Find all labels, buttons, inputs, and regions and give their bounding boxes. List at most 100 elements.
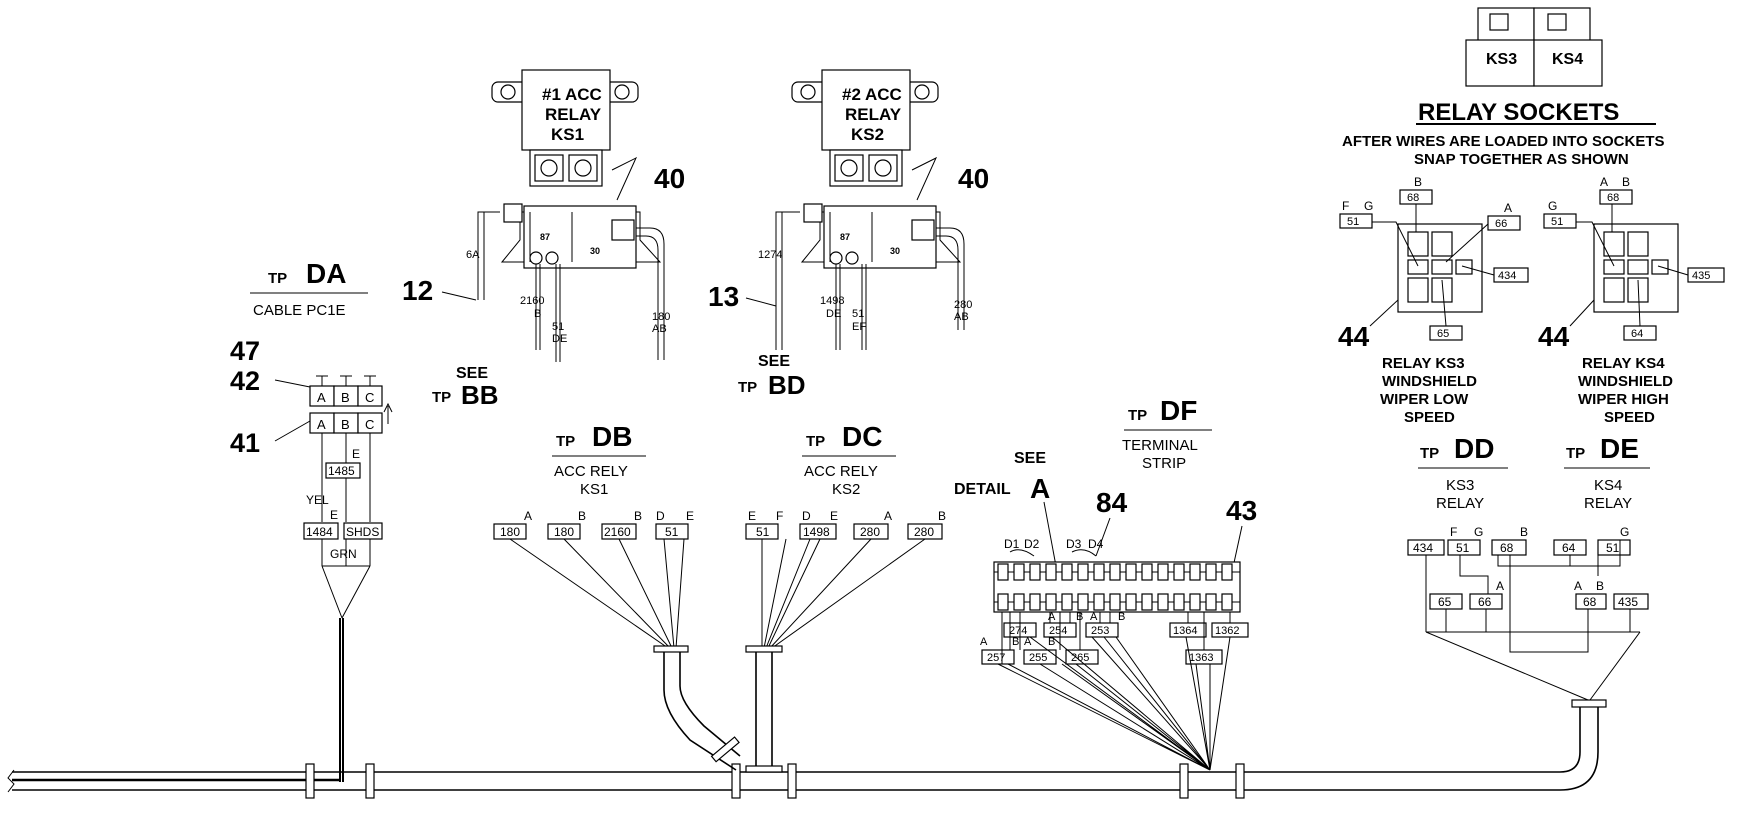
relay-ks2: #2 ACC RELAY KS2 40 87 30 1274 1498 DE 5… <box>708 69 989 400</box>
svg-text:WIPER HIGH: WIPER HIGH <box>1578 391 1669 408</box>
callout-12: 12 <box>402 275 433 306</box>
svg-text:A: A <box>1496 579 1504 593</box>
svg-text:TERMINAL: TERMINAL <box>1122 437 1198 454</box>
svg-text:KS2: KS2 <box>851 125 884 144</box>
svg-text:TP: TP <box>738 379 757 396</box>
svg-text:B: B <box>534 308 541 320</box>
svg-text:68: 68 <box>1607 192 1619 204</box>
svg-text:G: G <box>1620 525 1629 539</box>
svg-text:#2 ACC: #2 ACC <box>842 85 902 104</box>
svg-text:B: B <box>1520 525 1528 539</box>
svg-text:ACC RELY: ACC RELY <box>804 463 878 480</box>
svg-text:274: 274 <box>1009 625 1027 637</box>
svg-text:EF: EF <box>852 321 866 333</box>
svg-text:KS4: KS4 <box>1594 477 1622 494</box>
svg-text:RELAY: RELAY <box>845 105 902 124</box>
svg-text:KS1: KS1 <box>580 481 608 498</box>
svg-text:A: A <box>317 390 326 405</box>
svg-text:DB: DB <box>592 421 632 452</box>
harness-clamp <box>1179 763 1189 799</box>
ks3-socket: F G B A 51 68 66 434 65 44 RELAY KS3 WIN… <box>1338 175 1529 426</box>
svg-text:WINDSHIELD: WINDSHIELD <box>1382 373 1477 390</box>
harness-clamp <box>731 763 741 799</box>
svg-text:434: 434 <box>1498 270 1516 282</box>
harness-clamp <box>305 763 315 799</box>
svg-text:51: 51 <box>852 308 864 320</box>
svg-text:F: F <box>1342 199 1349 213</box>
svg-text:WIPER LOW: WIPER LOW <box>1380 391 1469 408</box>
svg-text:255: 255 <box>1029 652 1047 664</box>
svg-text:SPEED: SPEED <box>1404 409 1455 426</box>
svg-text:STRIP: STRIP <box>1142 455 1186 472</box>
svg-text:265: 265 <box>1071 652 1089 664</box>
relay-ks1: #1 ACC RELAY KS1 40 87 30 6A 2160 B 51 D… <box>402 69 685 410</box>
svg-text:SPEED: SPEED <box>1604 409 1655 426</box>
svg-text:6A: 6A <box>466 249 480 261</box>
svg-text:51: 51 <box>552 321 564 333</box>
svg-text:30: 30 <box>590 246 600 256</box>
svg-text:B: B <box>341 390 350 405</box>
callout-40: 40 <box>958 163 989 194</box>
svg-text:RELAY: RELAY <box>545 105 602 124</box>
svg-text:30: 30 <box>890 246 900 256</box>
callout-43: 43 <box>1226 495 1257 526</box>
relay-sockets-title: RELAY SOCKETS <box>1418 99 1619 126</box>
svg-text:DD: DD <box>1454 433 1494 464</box>
svg-text:YEL: YEL <box>306 493 329 507</box>
svg-text:TP: TP <box>556 433 575 450</box>
svg-text:1485: 1485 <box>328 464 355 478</box>
svg-text:DE: DE <box>826 308 841 320</box>
svg-text:B: B <box>1596 579 1604 593</box>
svg-text:B: B <box>1012 636 1019 648</box>
tp-df-group: TP DF TERMINAL STRIP SEE DETAIL A 84 43 … <box>954 395 1257 771</box>
svg-text:KS2: KS2 <box>832 481 860 498</box>
svg-text:A: A <box>1030 473 1050 504</box>
svg-text:A: A <box>1600 175 1608 189</box>
svg-text:BB: BB <box>461 380 499 410</box>
svg-text:TP: TP <box>1420 445 1439 462</box>
svg-text:280: 280 <box>914 525 934 539</box>
svg-text:SEE: SEE <box>456 365 488 382</box>
svg-text:B: B <box>341 417 350 432</box>
svg-text:TP: TP <box>1566 445 1585 462</box>
svg-text:D4: D4 <box>1088 537 1104 551</box>
branch-clamp <box>1571 699 1607 708</box>
callout-44: 44 <box>1538 321 1570 352</box>
svg-text:D3: D3 <box>1066 537 1082 551</box>
svg-text:#1 ACC: #1 ACC <box>542 85 602 104</box>
svg-text:B: B <box>578 509 586 523</box>
svg-text:280: 280 <box>954 299 972 311</box>
callout-42: 42 <box>230 366 260 396</box>
svg-text:68: 68 <box>1407 192 1419 204</box>
svg-text:280: 280 <box>860 525 880 539</box>
svg-text:B: B <box>1414 175 1422 189</box>
svg-text:64: 64 <box>1631 328 1643 340</box>
svg-text:DE: DE <box>552 333 567 345</box>
harness-clamp <box>1235 763 1245 799</box>
svg-text:66: 66 <box>1495 218 1507 230</box>
svg-text:G: G <box>1474 525 1483 539</box>
svg-text:180: 180 <box>554 525 574 539</box>
svg-text:E: E <box>352 447 360 461</box>
svg-text:A: A <box>1574 579 1582 593</box>
svg-text:2160: 2160 <box>604 525 631 539</box>
svg-text:DF: DF <box>1160 395 1197 426</box>
svg-text:65: 65 <box>1437 328 1449 340</box>
direction-arrow <box>383 402 393 424</box>
svg-text:D: D <box>802 509 811 523</box>
svg-text:66: 66 <box>1478 595 1492 609</box>
svg-text:180: 180 <box>500 525 520 539</box>
svg-text:1363: 1363 <box>1189 652 1213 664</box>
svg-text:BD: BD <box>768 370 806 400</box>
svg-text:1274: 1274 <box>758 249 782 261</box>
svg-text:RELAY: RELAY <box>1436 495 1484 512</box>
harness-clamp <box>365 763 375 799</box>
svg-text:1364: 1364 <box>1173 625 1197 637</box>
svg-text:68: 68 <box>1500 541 1514 555</box>
svg-text:E: E <box>686 509 694 523</box>
svg-text:254: 254 <box>1049 625 1067 637</box>
svg-text:KS1: KS1 <box>551 125 584 144</box>
ks4-socket: G A B 51 68 435 64 44 RELAY KS4 WINDSHIE… <box>1538 175 1725 426</box>
svg-text:D: D <box>656 509 665 523</box>
